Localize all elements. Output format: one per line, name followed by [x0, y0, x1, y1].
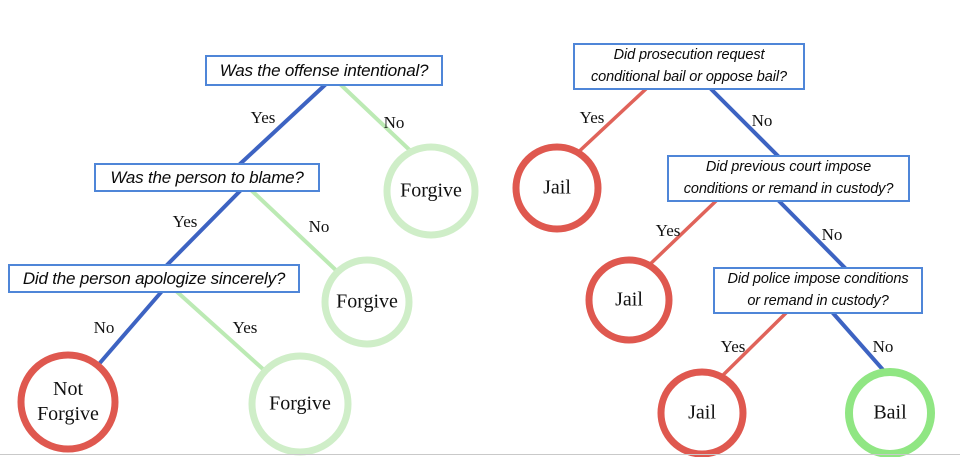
leaf-bail: Bail	[873, 401, 907, 424]
leaf-not-forgive: Not Forgive	[37, 378, 99, 425]
leaf-forgive: Forgive	[400, 179, 462, 202]
question-person-to-blame: Was the person to blame?	[94, 163, 320, 192]
edge-left-q2-no	[248, 187, 342, 276]
circle-jail-2	[585, 256, 673, 344]
circle-forgive-mid	[321, 256, 413, 348]
edge-label-yes: Yes	[172, 212, 198, 231]
edge-left-q1-yes	[238, 82, 328, 166]
edge-right-q3-no	[830, 310, 894, 382]
edge-left-q3-no	[97, 288, 165, 366]
leaf-jail: Jail	[688, 401, 716, 424]
edge-left-q2-yes	[164, 187, 244, 268]
edge-right-q1-yes	[570, 86, 649, 160]
edge-label-no: No	[93, 318, 115, 337]
circle-forgive-bottom	[248, 352, 352, 456]
edge-label-no: No	[751, 111, 773, 130]
edge-label-yes: Yes	[655, 221, 681, 240]
bottom-divider-line	[0, 454, 960, 455]
leaf-forgive: Forgive	[269, 392, 331, 415]
leaf-jail: Jail	[543, 176, 571, 199]
leaf-forgive: Forgive	[336, 290, 398, 313]
edge-label-no: No	[308, 217, 330, 236]
edge-right-q2-yes	[642, 198, 719, 272]
question-police-conditions: Did police impose conditions or remand i…	[713, 267, 923, 314]
circle-forgive-top	[383, 143, 479, 239]
edge-label-no: No	[821, 225, 843, 244]
edge-label-no: No	[383, 113, 405, 132]
edge-left-q3-yes	[173, 288, 266, 372]
edge-label-yes: Yes	[232, 318, 258, 337]
question-apologize-sincerely: Did the person apologize sincerely?	[8, 264, 300, 293]
leaf-jail: Jail	[615, 288, 643, 311]
edge-right-q3-yes	[714, 310, 789, 384]
edge-left-q1-no	[338, 82, 420, 160]
question-offense-intentional: Was the offense intentional?	[205, 55, 443, 86]
edge-label-no: No	[872, 337, 894, 356]
question-prosecution-bail: Did prosecution request conditional bail…	[573, 43, 805, 90]
edge-label-yes: Yes	[579, 108, 605, 127]
circle-not-forgive	[17, 351, 119, 453]
edge-label-yes: Yes	[250, 108, 276, 127]
edge-right-q1-no	[708, 86, 782, 160]
edge-right-q2-no	[776, 198, 850, 273]
question-previous-court: Did previous court impose conditions or …	[667, 155, 910, 202]
edge-label-yes: Yes	[720, 337, 746, 356]
circle-jail-1	[512, 143, 602, 233]
